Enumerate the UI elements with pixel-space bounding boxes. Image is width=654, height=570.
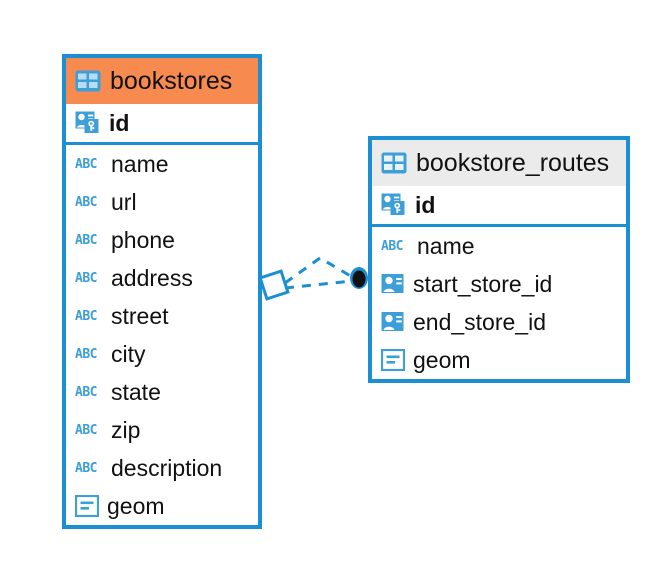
- entity-row-primary-key[interactable]: id: [66, 104, 258, 145]
- abc-text-icon: ABC: [75, 308, 97, 324]
- entity-row[interactable]: end_store_id: [372, 303, 626, 341]
- abc-text-icon: ABC: [75, 346, 97, 362]
- entity-row[interactable]: ABC street: [66, 297, 258, 335]
- entity-row[interactable]: geom: [372, 341, 626, 379]
- abc-text-icon: ABC: [75, 384, 97, 400]
- entity-row-label: description: [111, 454, 223, 481]
- relationship-line-upper: [284, 256, 355, 285]
- entity-row[interactable]: ABC city: [66, 335, 258, 373]
- entity-row[interactable]: ABC name: [66, 145, 258, 183]
- entity-row-label: name: [417, 232, 475, 259]
- geometry-icon: [381, 349, 405, 371]
- entity-header-bookstore-routes[interactable]: bookstore_routes: [372, 140, 626, 186]
- table-icon: [75, 70, 101, 92]
- primary-key-icon: [75, 111, 101, 135]
- entity-row-label: city: [111, 340, 146, 367]
- abc-text-icon: ABC: [75, 232, 97, 248]
- entity-row-label: start_store_id: [413, 270, 553, 297]
- entity-row-label: address: [111, 264, 193, 291]
- entity-row[interactable]: ABC state: [66, 373, 258, 411]
- abc-text-icon: ABC: [75, 460, 97, 476]
- entity-row-primary-key[interactable]: id: [372, 186, 626, 227]
- entity-row-label: geom: [413, 346, 471, 373]
- entity-row[interactable]: ABC zip: [66, 411, 258, 449]
- entity-row[interactable]: geom: [66, 487, 258, 525]
- entity-row-label: id: [109, 109, 130, 136]
- foreign-key-icon: [381, 311, 405, 333]
- geometry-icon: [75, 495, 99, 517]
- entity-row-label: geom: [107, 492, 165, 519]
- abc-text-icon: ABC: [75, 270, 97, 286]
- entity-row[interactable]: ABC url: [66, 183, 258, 221]
- abc-text-icon: ABC: [381, 238, 403, 254]
- abc-text-icon: ABC: [75, 422, 97, 438]
- entity-row[interactable]: start_store_id: [372, 265, 626, 303]
- entity-header-bookstores[interactable]: bookstores: [66, 58, 258, 104]
- entity-row[interactable]: ABC address: [66, 259, 258, 297]
- abc-text-icon: ABC: [75, 194, 97, 210]
- entity-row[interactable]: ABC name: [372, 227, 626, 265]
- entity-row-label: phone: [111, 226, 175, 253]
- entity-row-label: end_store_id: [413, 308, 546, 335]
- entity-row-label: name: [111, 150, 169, 177]
- entity-row-label: id: [415, 191, 436, 218]
- entity-row-label: url: [111, 188, 137, 215]
- abc-text-icon: ABC: [75, 156, 97, 172]
- primary-key-icon: [381, 193, 407, 217]
- foreign-key-icon: [381, 273, 405, 295]
- table-icon: [381, 152, 407, 174]
- entity-row-label: state: [111, 378, 161, 405]
- entity-row[interactable]: ABC phone: [66, 221, 258, 259]
- entity-row-label: zip: [111, 416, 141, 443]
- filled-circle-icon: [350, 267, 368, 289]
- entity-title: bookstore_routes: [416, 148, 610, 177]
- diamond-outline-icon: [258, 269, 290, 301]
- entity-title: bookstores: [110, 66, 233, 95]
- entity-row-label: street: [111, 302, 169, 329]
- relationship-line-lower: [284, 279, 353, 290]
- entity-row[interactable]: ABC description: [66, 449, 258, 487]
